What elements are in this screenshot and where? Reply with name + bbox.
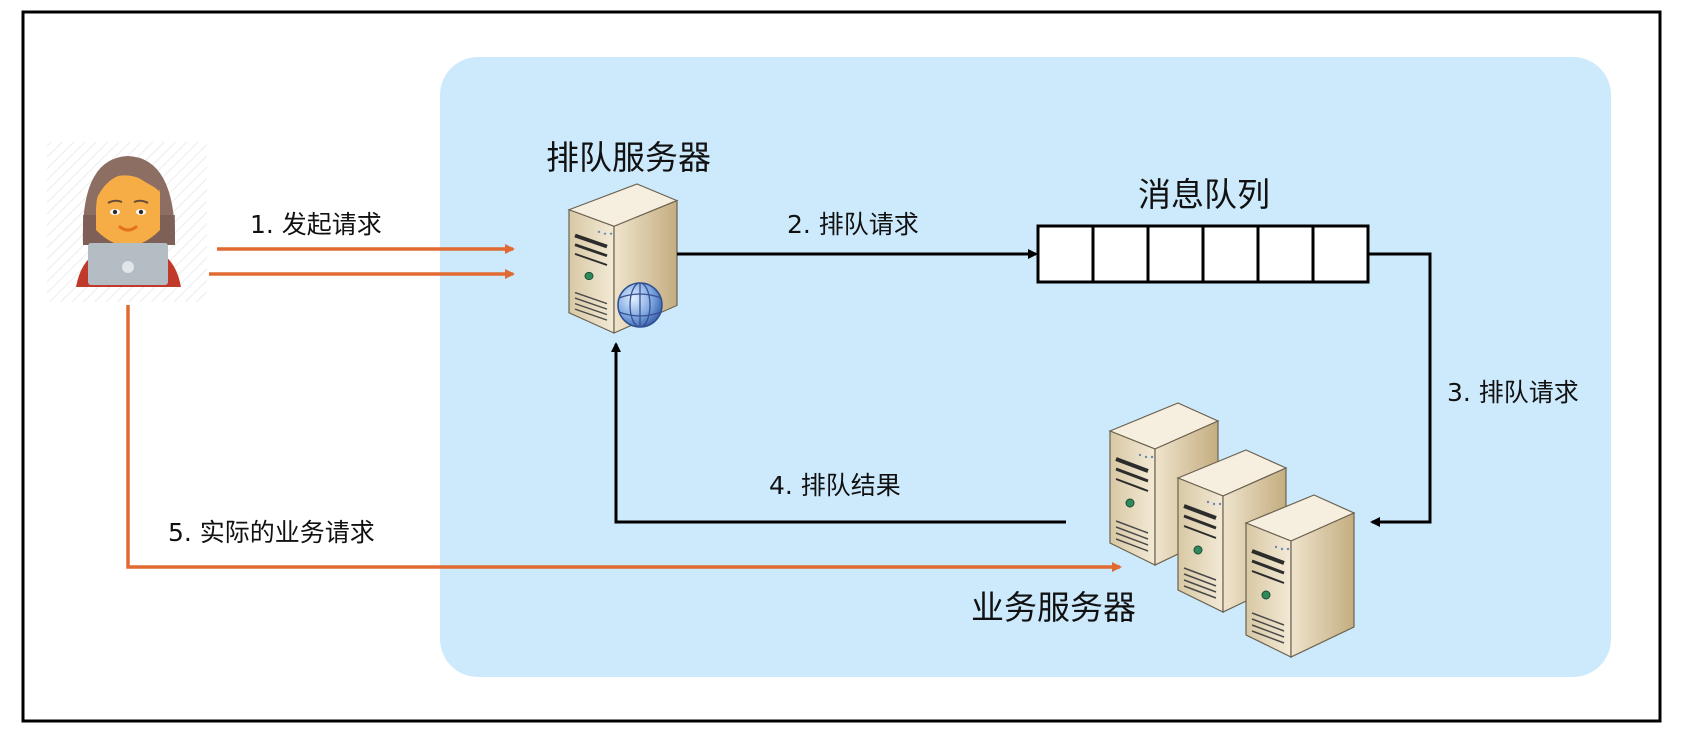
message-queue-label: 消息队列 [1138, 175, 1270, 214]
step5-label: 5. 实际的业务请求 [168, 518, 375, 547]
step3-arrow [1368, 252, 1432, 527]
business-servers-label: 业务服务器 [971, 588, 1136, 627]
queue-cell [1311, 224, 1370, 284]
step2-label: 2. 排队请求 [787, 210, 919, 239]
queue-cell [1091, 224, 1150, 284]
step4-arrow [611, 342, 1066, 524]
step1-label: 1. 发起请求 [250, 210, 382, 239]
server-icon [1244, 493, 1356, 659]
step4-label: 4. 排队结果 [769, 471, 901, 500]
message-queue [1036, 224, 1370, 284]
queue-cell [1256, 224, 1315, 284]
queue-cell [1036, 224, 1095, 284]
globe-icon [617, 282, 663, 328]
queue-cell [1146, 224, 1205, 284]
step5-arrow [126, 305, 1122, 572]
step3-label: 3. 排队请求 [1447, 378, 1579, 407]
queue-server-label: 排队服务器 [546, 138, 711, 177]
user-with-laptop-icon [47, 142, 207, 302]
queue-cell [1201, 224, 1260, 284]
